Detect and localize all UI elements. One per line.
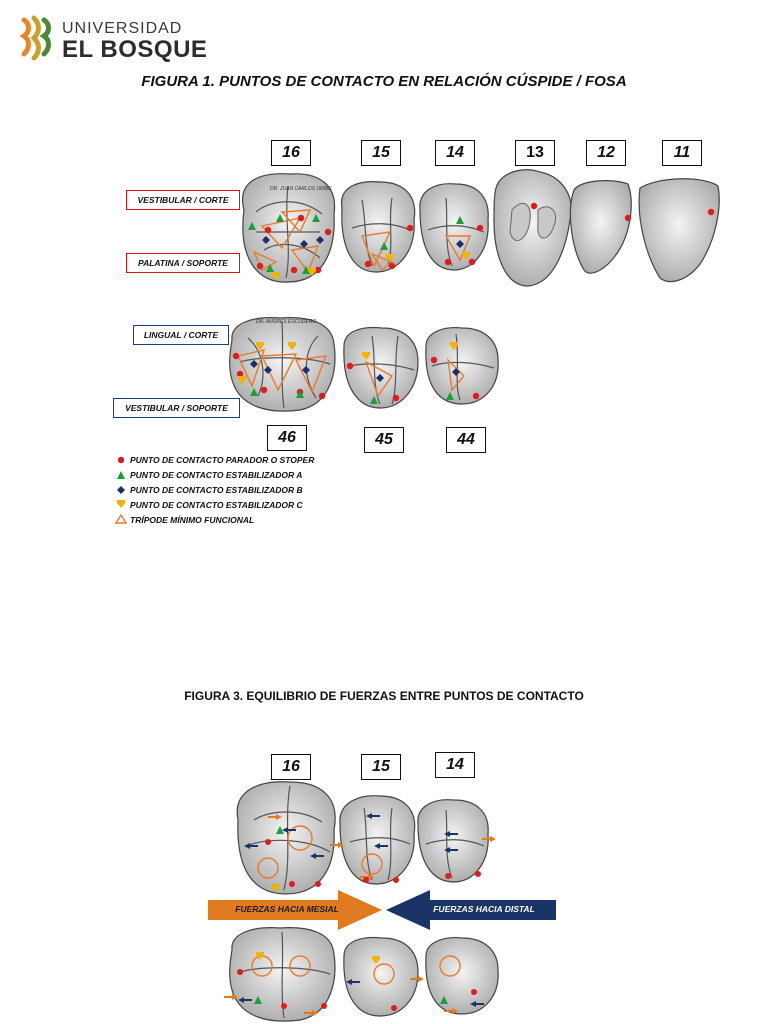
- logo-text-bottom: EL BOSQUE: [62, 36, 208, 63]
- figure-1-title: FIGURA 1. PUNTOS DE CONTACTO EN RELACIÓN…: [141, 73, 627, 90]
- legend-item-stabilizer-a: PUNTO DE CONTACTO ESTABILIZADOR A: [114, 469, 302, 482]
- legend-item-stabilizer-c: PUNTO DE CONTACTO ESTABILIZADOR C: [114, 499, 303, 512]
- tooth-number-11: 11: [662, 140, 702, 166]
- legend-item-stopper: PUNTO DE CONTACTO PARADOR O STOPER: [114, 454, 314, 467]
- author-lower: DR. ANDRES ESCUDERO: [256, 319, 316, 325]
- tooth-number-46: 46: [267, 425, 307, 451]
- upper-teeth-illustration: DR. JUAN CARLOS URIBE: [241, 169, 720, 287]
- label-vestibular-soporte: VESTIBULAR / SOPORTE: [113, 398, 240, 418]
- tooth-number-45: 45: [364, 427, 404, 453]
- label-lingual-corte: LINGUAL / CORTE: [133, 325, 229, 345]
- mesial-force-label: FUERZAS HACIA MESIAL: [235, 904, 339, 914]
- distal-force-arrow: [386, 890, 556, 930]
- tooth-number-15: 15: [361, 140, 401, 166]
- red-circle-icon: [114, 454, 128, 467]
- mesial-force-arrow: [208, 890, 382, 930]
- blue-diamond-icon: [114, 484, 128, 497]
- tooth-number-44: 44: [446, 427, 486, 453]
- distal-force-label: FUERZAS HACIA DISTAL: [433, 904, 535, 914]
- yellow-shield-icon: [114, 499, 128, 512]
- logo-text-top: UNIVERSIDAD: [62, 20, 183, 37]
- university-logo-icon: [19, 15, 51, 61]
- tooth-number-16: 16: [271, 140, 311, 166]
- lower-teeth-illustration: DR. ANDRES ESCUDERO: [229, 317, 499, 412]
- author-upper: DR. JUAN CARLOS URIBE: [270, 186, 332, 192]
- legend-item-tripod: TRÍPODE MÍNIMO FUNCIONAL: [114, 513, 254, 526]
- fig3-tooth-number-14: 14: [435, 752, 475, 778]
- legend-item-stabilizer-b: PUNTO DE CONTACTO ESTABILIZADOR B: [114, 484, 303, 497]
- label-vestibular-corte: VESTIBULAR / CORTE: [126, 190, 240, 210]
- tooth-number-14: 14: [435, 140, 475, 166]
- figure-3-title: FIGURA 3. EQUILIBRIO DE FUERZAS ENTRE PU…: [184, 689, 584, 703]
- fig3-tooth-number-16: 16: [271, 754, 311, 780]
- tooth-number-13: 13: [515, 140, 555, 166]
- green-triangle-icon: [114, 469, 128, 482]
- orange-tripod-icon: [114, 513, 128, 527]
- tooth-number-12: 12: [586, 140, 626, 166]
- label-palatina-soporte: PALATINA / SOPORTE: [126, 253, 240, 273]
- fig3-tooth-number-15: 15: [361, 754, 401, 780]
